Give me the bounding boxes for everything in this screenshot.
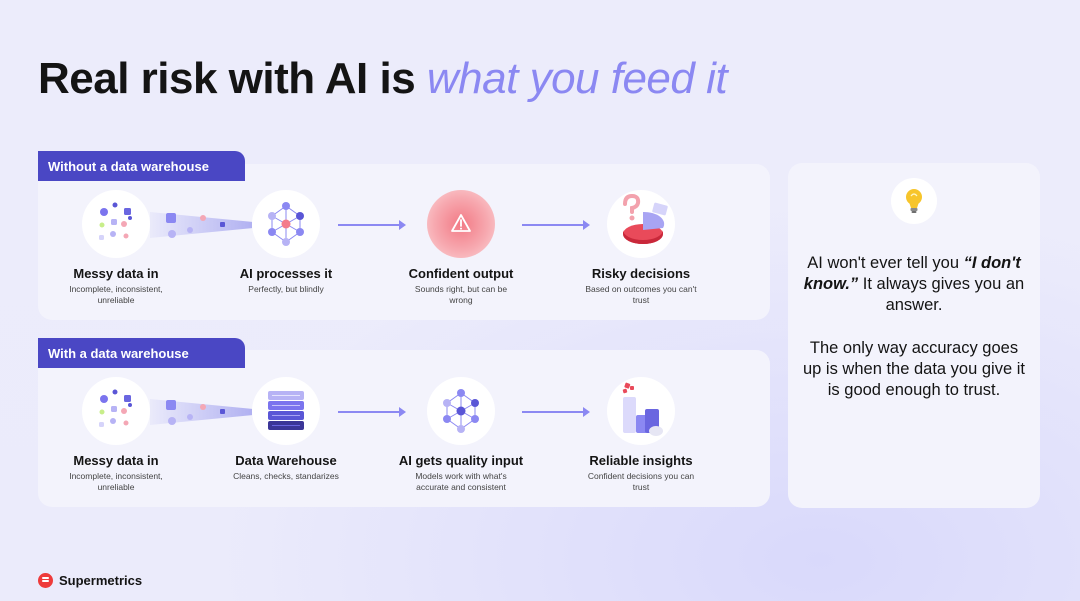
with-warehouse-tab: With a data warehouse <box>38 338 245 368</box>
supermetrics-logo-icon <box>38 573 53 588</box>
step-desc: Sounds right, but can be wrong <box>414 284 508 305</box>
scattered-dots-icon <box>82 190 150 258</box>
lightbulb-icon <box>891 178 937 224</box>
step-reliable-insights: Reliable insights Confident decisions yo… <box>561 377 721 493</box>
step-risky-decisions: Risky decisions Based on outcomes you ca… <box>561 190 721 306</box>
step-label: Risky decisions <box>591 266 691 281</box>
step-desc: Incomplete, inconsistent, unreliable <box>69 284 163 305</box>
scattered-dots-icon <box>82 377 150 445</box>
step-data-warehouse: Data Warehouse Cleans, checks, standariz… <box>206 377 366 482</box>
insight-text-1: AI won't ever tell you “I don't know.” I… <box>803 254 1025 314</box>
insight-text-2: The only way accuracy goes up is when th… <box>803 339 1025 399</box>
title-main: Real risk with AI is <box>38 54 416 103</box>
step-messy-data-bottom: Messy data in Incomplete, inconsistent, … <box>36 377 196 493</box>
page-title: Real risk with AI is what you feed it <box>38 52 728 106</box>
step-confident-output: Confident output Sounds right, but can b… <box>381 190 541 306</box>
step-label: Reliable insights <box>589 453 693 468</box>
brand-logo: Supermetrics <box>38 573 142 588</box>
step-label: Confident output <box>408 266 514 281</box>
step-label: Messy data in <box>73 266 159 281</box>
database-stack-icon <box>252 377 320 445</box>
arrow-right-icon <box>338 220 406 230</box>
step-ai-processes: AI processes it Perfectly, but blindly <box>206 190 366 295</box>
funnel-dots <box>166 213 225 238</box>
step-desc: Confident decisions you can trust <box>587 471 695 492</box>
funnel-dots <box>166 400 225 425</box>
arrow-right-icon <box>522 220 590 230</box>
step-label: AI processes it <box>239 266 333 281</box>
step-desc: Incomplete, inconsistent, unreliable <box>69 471 163 492</box>
arrow-right-icon <box>338 407 406 417</box>
warning-icon <box>427 190 495 258</box>
step-desc: Cleans, checks, standarizes <box>233 471 339 481</box>
step-ai-quality-input: AI gets quality input Models work with w… <box>381 377 541 493</box>
question-pie-icon <box>607 190 675 258</box>
step-label: AI gets quality input <box>398 453 524 468</box>
step-desc: Models work with what's accurate and con… <box>415 471 507 492</box>
neural-network-icon <box>427 377 495 445</box>
step-messy-data-top: Messy data in Incomplete, inconsistent, … <box>36 190 196 306</box>
without-warehouse-tab: Without a data warehouse <box>38 151 245 181</box>
insight-card: AI won't ever tell you “I don't know.” I… <box>788 163 1040 508</box>
brand-name: Supermetrics <box>59 573 143 588</box>
step-label: Data Warehouse <box>235 453 337 468</box>
step-desc: Based on outcomes you can't trust <box>585 284 697 305</box>
step-label: Messy data in <box>73 453 159 468</box>
step-desc: Perfectly, but blindly <box>248 284 324 294</box>
bar-chart-icon <box>607 377 675 445</box>
neural-network-icon <box>252 190 320 258</box>
arrow-right-icon <box>522 407 590 417</box>
title-accent: what you feed it <box>426 54 728 103</box>
